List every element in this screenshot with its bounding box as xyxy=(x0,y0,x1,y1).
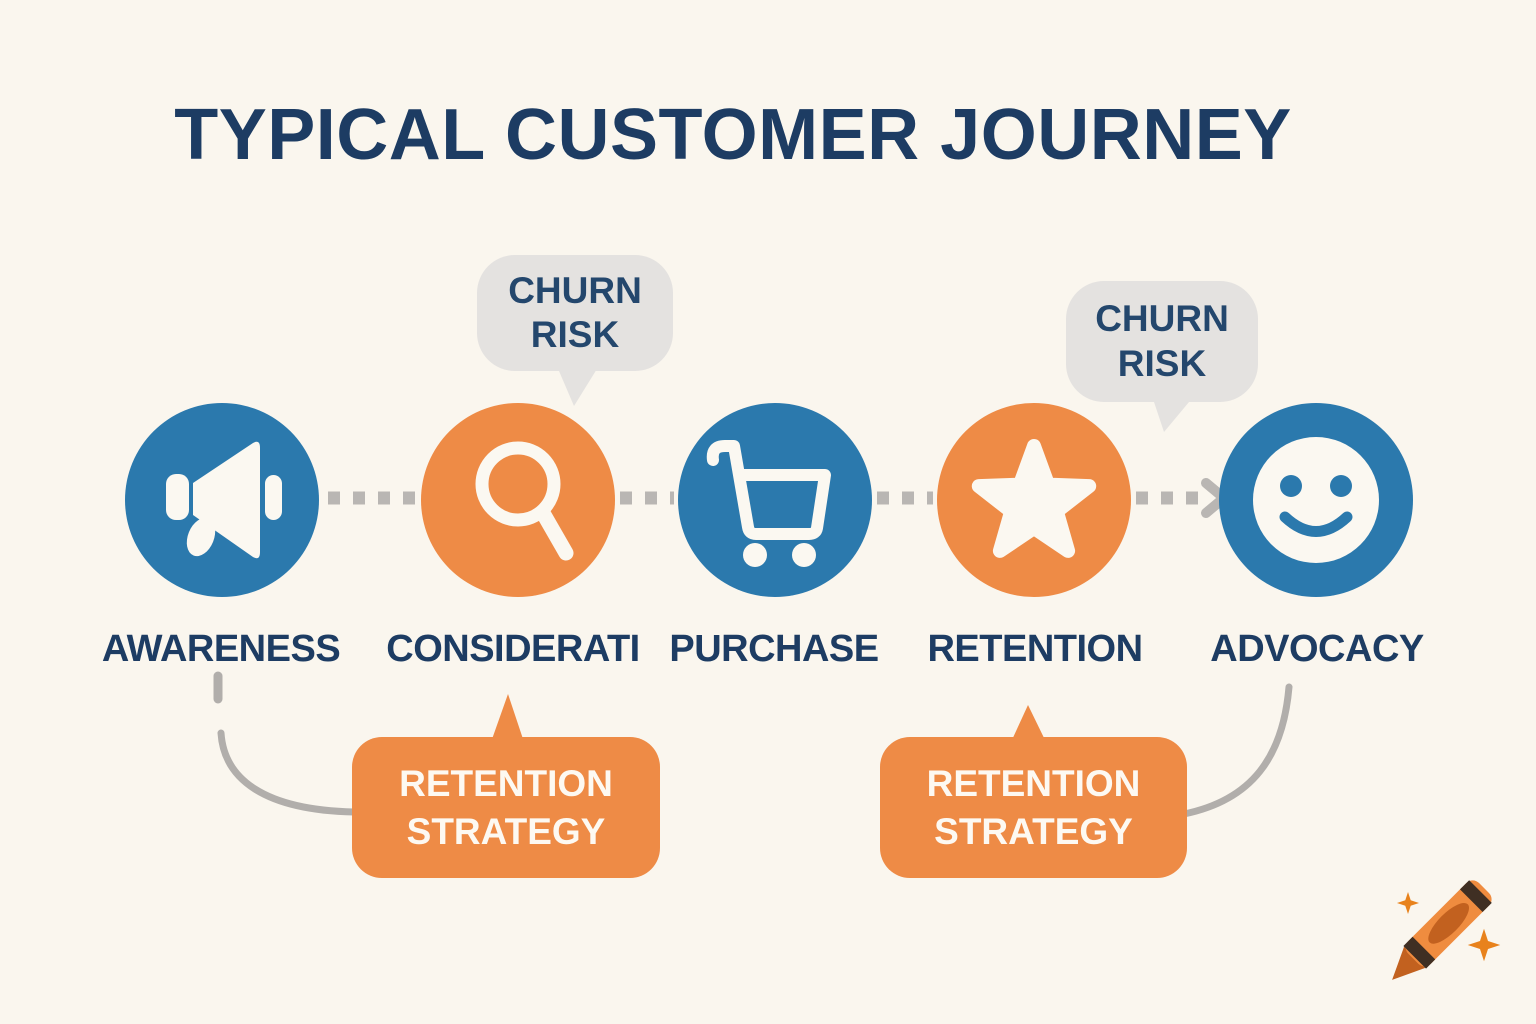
cart-icon xyxy=(706,440,831,567)
awareness-to-strategy-curve xyxy=(217,729,358,816)
retention-strategy-label: RETENTION STRATEGY xyxy=(399,763,613,852)
retention-strategy-label: RETENTION STRATEGY xyxy=(926,763,1141,852)
churn-risk-bubble: CHURN RISK xyxy=(477,255,673,371)
stage-label-retention: RETENTION xyxy=(927,628,1143,670)
magnifier-icon xyxy=(475,441,574,561)
advocacy-to-strategy-curve xyxy=(1180,683,1293,818)
sparkle-icon xyxy=(1396,891,1420,915)
stage-label-advocacy: ADVOCACY xyxy=(1210,628,1424,670)
stage-circle-retention xyxy=(937,403,1131,597)
star-icon xyxy=(971,439,1097,558)
stage-circle-purchase xyxy=(678,403,872,597)
sparkle-icon xyxy=(1467,928,1501,962)
stage-label-awareness: AWARENESS xyxy=(101,628,341,670)
strategy-box-tail xyxy=(491,694,524,742)
stage-circle-consideration xyxy=(421,403,615,597)
retention-strategy-box: RETENTION STRATEGY xyxy=(352,737,660,878)
stage-label-purchase: PURCHASE xyxy=(669,628,879,670)
churn-risk-bubble: CHURN RISK xyxy=(1066,281,1258,402)
page-title: TYPICAL CUSTOMER JOURNEY xyxy=(174,95,1292,175)
smiley-icon xyxy=(1253,437,1379,563)
stage-label-consideration: CONSIDERATI xyxy=(386,628,640,670)
churn-risk-label: CHURN RISK xyxy=(508,269,642,355)
stage-circle-awareness xyxy=(125,403,319,597)
churn-risk-label: CHURN RISK xyxy=(1095,298,1229,384)
retention-strategy-box: RETENTION STRATEGY xyxy=(880,737,1187,878)
megaphone-icon xyxy=(166,441,282,559)
stage-circle-advocacy xyxy=(1219,403,1413,597)
